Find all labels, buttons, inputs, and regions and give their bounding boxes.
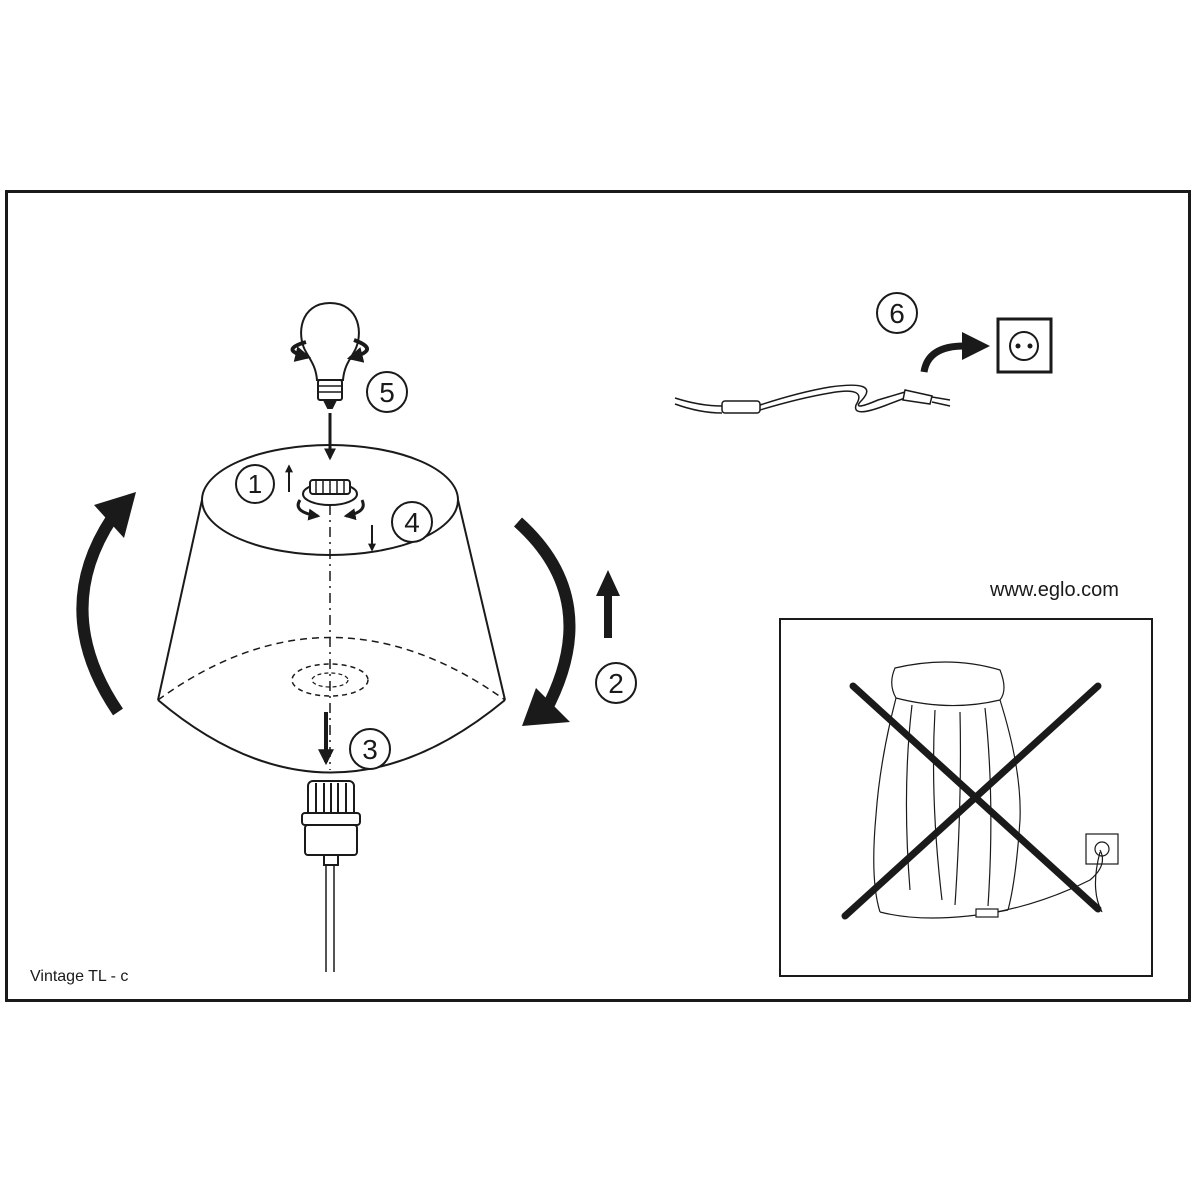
step-3-badge: 3 [349, 728, 391, 770]
website-url: www.eglo.com [990, 579, 1119, 601]
lamp-socket [301, 780, 361, 866]
step-3-label: 3 [362, 734, 378, 765]
step-1-badge: 1 [235, 464, 275, 504]
instruction-frame [5, 190, 1191, 1002]
rotate-arrow-right [513, 517, 576, 726]
prohibited-cross [841, 682, 1102, 920]
step-2-label: 2 [608, 668, 624, 699]
rotate-arrow-left [76, 492, 136, 716]
step-5-label: 5 [379, 377, 395, 408]
warning-panel [779, 618, 1153, 977]
step-2-badge: 2 [595, 662, 637, 704]
ring-rotate-arrows [296, 499, 365, 521]
step-4-badge: 4 [391, 501, 433, 543]
bulb-rotate-arrows [290, 338, 369, 363]
model-label: Vintage TL - c [30, 968, 129, 985]
step-6-badge: 6 [876, 292, 918, 334]
power-cable [325, 865, 335, 972]
plug-in-arrow [920, 332, 990, 373]
cord-with-plug [674, 384, 951, 414]
step-1-label: 1 [248, 469, 262, 499]
lift-arrow-large [596, 570, 620, 638]
light-bulb [300, 301, 360, 409]
step-4-label: 4 [404, 507, 420, 538]
step-6-label: 6 [889, 298, 905, 329]
wall-outlet-icon [996, 317, 1053, 374]
step-5-badge: 5 [366, 371, 408, 413]
shade-ring [302, 479, 358, 506]
